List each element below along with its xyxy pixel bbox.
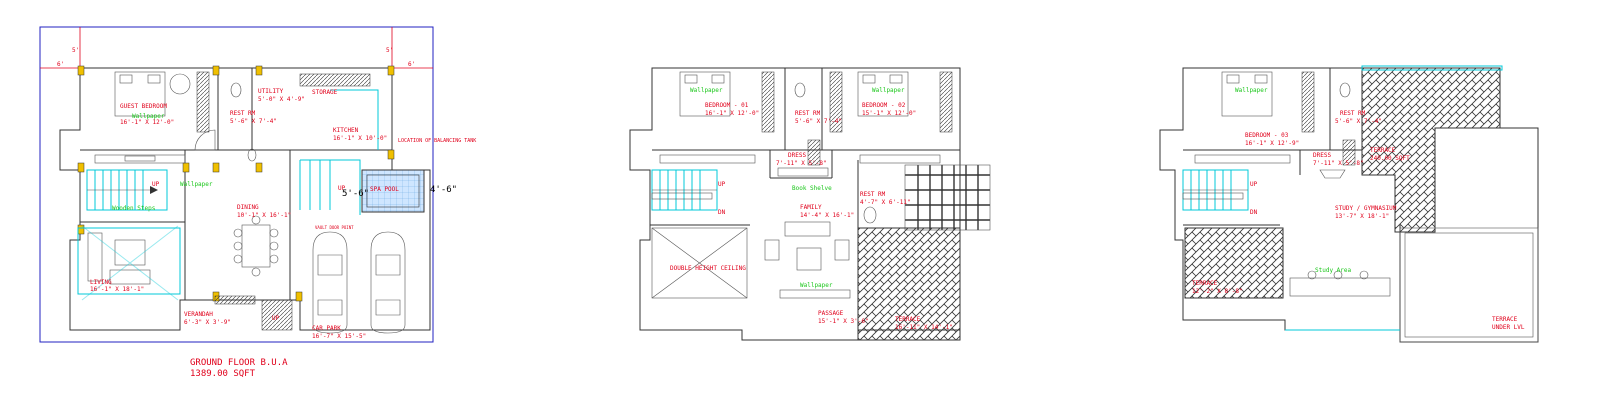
bedroom-03-dim: 16'-1" X 12'-9": [1245, 140, 1299, 147]
guest-bedroom-dim: 16'-1" X 12'-0": [120, 119, 174, 126]
utility-label: UTILITY: [258, 88, 284, 95]
bedroom-03-label: BEDROOM - 03: [1245, 132, 1289, 139]
setback-right-label: 6': [408, 61, 415, 68]
living-label: LIVING: [90, 279, 112, 286]
family-label: FAMILY: [800, 204, 822, 211]
bedroom-02-dim: 15'-1" X 12'-0": [862, 110, 916, 117]
wallpaper-label-2: Wallpaper: [180, 181, 213, 188]
pool-dim-b: 4'-6": [430, 185, 457, 195]
wallpaper-a-label: Wallpaper: [690, 87, 723, 94]
vault-note: VAULT DOOR POINT: [315, 225, 354, 230]
second-rest-rm-label: REST RM: [1340, 110, 1366, 117]
bedroom-01-dim: 16'-1" X 12'-0": [705, 110, 759, 117]
terrace-under-label: TERRACE: [1492, 316, 1518, 323]
double-height-label: DOUBLE HEIGHT CEILING: [670, 265, 746, 272]
rest-room-label: REST RM: [230, 110, 256, 117]
terrace-top-label: TERRACE: [1370, 147, 1396, 154]
dress-label: DRESS: [788, 152, 806, 159]
second-dn-label: DN: [1250, 209, 1258, 216]
terrace-under-label-2: UNDER LVL: [1492, 324, 1525, 331]
rest-room-dim: 5'-6" X 7'-4": [230, 118, 277, 125]
dress-dim: 7'-11" X 5'-8": [776, 160, 827, 167]
guest-bedroom-label: GUEST BEDROOM: [120, 103, 167, 110]
wallpaper-b-label: Wallpaper: [872, 87, 905, 94]
kitchen-dim: 16'-1" X 10'-0": [333, 135, 387, 142]
passage-dim: 15'-1" X 3'-6": [818, 318, 869, 325]
dining-dim: 10'-1" X 16'-1": [237, 212, 291, 219]
rest-rm-a-label: REST RM: [795, 110, 821, 117]
setback-top-right-label: 5': [386, 47, 393, 54]
terrace-left-dim: 12'-2" X 8'-8": [1192, 288, 1243, 295]
bedroom-02-label: BEDROOM - 02: [862, 102, 906, 109]
pool-dim-a: 5'-6": [342, 189, 369, 199]
verandah-dim: 6'-3" X 3'-9": [184, 319, 231, 326]
dining-label: DINING: [237, 204, 259, 211]
passage-label: PASSAGE: [818, 310, 844, 317]
spa-pool-shape: [361, 169, 425, 213]
first-terrace-dim: 16'-11" X 14'-1": [895, 324, 953, 331]
utility-dim: 5'-0" X 4'-9": [258, 96, 305, 103]
setback-left-label: 6': [57, 61, 64, 68]
storage-label: STORAGE: [312, 89, 338, 96]
first-terrace-label: TERRACE: [895, 316, 921, 323]
second-up-label: UP: [1250, 181, 1258, 188]
rest-rm-a-dim: 5'-6" X 7'-4": [795, 118, 842, 125]
second-floor-plan: Wallpaper BEDROOM - 03 16'-1" X 12'-9" R…: [1159, 65, 1539, 343]
second-rest-rm-dim: 5'-6" X 7'-4": [1335, 118, 1382, 125]
car-park-dim: 16'-7" X 15'-5": [312, 333, 366, 340]
spa-pool-label: SPA POOL: [370, 186, 399, 193]
terrace-top-area: 240.00 SQFT: [1370, 155, 1410, 162]
second-outer-wall: [1159, 67, 1539, 343]
second-terrace-top-hatch: [1361, 67, 1501, 233]
up-label-1: UP: [152, 181, 160, 188]
dn-label: DN: [718, 209, 726, 216]
ground-floor-area: 1389.00 SQFT: [190, 369, 256, 379]
balancing-tank-label: LOCATION OF BALANCING TANK: [398, 138, 476, 144]
verandah-label: VERANDAH: [184, 311, 213, 318]
first-terrace-hatch: [857, 227, 961, 341]
terrace-left-label: TERRACE: [1192, 280, 1218, 287]
book-shelve-label: Book Shelve: [792, 185, 832, 192]
second-dress-dim: 7'-11" X 5'-8": [1313, 160, 1364, 167]
wallpaper-c-label: Wallpaper: [800, 282, 833, 289]
rest-rm-b-label: REST RM: [860, 191, 886, 198]
ground-floor-plan: 6' 6' 5' 5': [39, 26, 476, 379]
wallpaper-label: Wallpaper: [132, 113, 165, 120]
study-label: STUDY / GYMNASIUM: [1335, 205, 1397, 212]
kitchen-label: KITCHEN: [333, 127, 359, 134]
first-floor-plan: Wallpaper BEDROOM - 01 16'-1" X 12'-0" R…: [629, 67, 991, 341]
plot-boundary: [39, 26, 434, 343]
car-park-label: CAR PARK: [312, 325, 341, 332]
second-wallpaper-label: Wallpaper: [1235, 87, 1268, 94]
second-dress-label: DRESS: [1313, 152, 1331, 159]
up-label: UP: [718, 181, 726, 188]
family-dim: 14'-4" X 16'-1": [800, 212, 854, 219]
rest-rm-b-dim: 4'-7" X 6'-11": [860, 199, 911, 206]
setback-top-left-label: 5': [72, 47, 79, 54]
second-terrace-left-hatch: [1184, 227, 1284, 299]
living-dim: 16'-1" X 18'-1": [90, 286, 144, 293]
ground-floor-title: GROUND FLOOR B.U.A: [190, 358, 288, 368]
bedroom-01-label: BEDROOM - 01: [705, 102, 749, 109]
up-label-3: UP: [272, 315, 280, 322]
study-area-label: Study Area: [1315, 267, 1352, 274]
study-dim: 13'-7" X 18'-1": [1335, 213, 1389, 220]
wooden-steps-label: Wooden Steps: [112, 205, 156, 212]
up-label-2: UP: [338, 185, 346, 192]
